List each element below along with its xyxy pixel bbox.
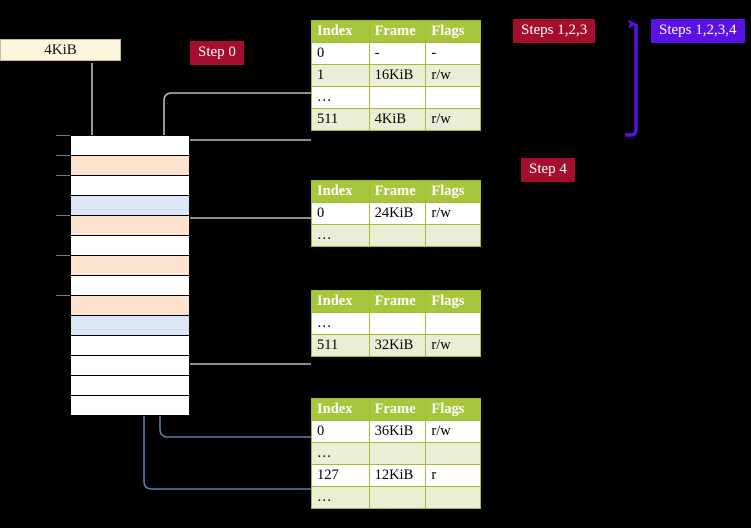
memory-frame-row [70,255,190,276]
table-cell-flags: r/w [425,202,481,225]
column-header-flags: Flags [425,290,481,313]
table-cell-frame [368,486,427,509]
table-cell-frame: 4KiB [368,108,427,131]
table-cell-flags [425,486,481,509]
table-cell-index: 0 [311,42,370,65]
table-cell-frame: 16KiB [368,64,427,87]
column-header-frame: Frame [368,180,427,203]
column-header-flags: Flags [425,180,481,203]
table-cell-flags: r/w [425,334,481,357]
memory-frame-row [70,295,190,316]
table-cell-frame: 24KiB [368,202,427,225]
table-cell-frame [368,224,427,247]
physical-memory-column [56,135,190,416]
column-header-frame: Frame [368,290,427,313]
table-cell-frame [368,442,427,465]
table-cell-flags [425,442,481,465]
table-cell-frame: 32KiB [368,334,427,357]
badge-step-0: Step 0 [190,41,244,65]
table-cell-index: … [311,224,370,247]
table-cell-flags: r [425,464,481,487]
table-cell-flags: r/w [425,64,481,87]
memory-frame-row [70,335,190,356]
table-cell-flags [425,86,481,109]
table-cell-index: 0 [311,202,370,225]
column-header-frame: Frame [368,20,427,43]
memory-frame-row [70,315,190,336]
memory-frame-row [70,155,190,176]
memory-frame-row [70,375,190,396]
memory-frame-row [70,195,190,216]
table-cell-index: … [311,442,370,465]
table-row: … [311,312,481,335]
table-cell-index: 127 [311,464,370,487]
badge-steps-1-2-3: Steps 1,2,3 [513,19,596,43]
table-cell-index: 511 [311,108,370,131]
table-cell-frame: - [368,42,427,65]
column-header-frame: Frame [368,398,427,421]
table-cell-flags [425,224,481,247]
memory-frame-tick [56,215,70,216]
table-cell-frame [368,86,427,109]
table-cell-flags: r/w [425,108,481,131]
column-header-flags: Flags [425,20,481,43]
page-size-box: 4KiB [0,39,121,61]
memory-frame-tick [56,295,70,296]
memory-frame-row [70,215,190,236]
table-cell-index: … [311,486,370,509]
table-cell-index: … [311,86,370,109]
column-header-index: Index [311,290,370,313]
column-header-index: Index [311,398,370,421]
table-cell-index: 1 [311,64,370,87]
table-cell-index: 511 [311,334,370,357]
table-cell-frame: 36KiB [368,420,427,443]
badge-steps-1-2-3-4: Steps 1,2,3,4 [651,19,745,43]
table-cell-flags [425,312,481,335]
table-cell-frame: 12KiB [368,464,427,487]
column-header-index: Index [311,180,370,203]
memory-frame-row [70,135,190,156]
table-cell-flags: r/w [425,420,481,443]
table-row: … [311,224,481,247]
memory-frame-row [70,275,190,296]
memory-frame-row [70,355,190,376]
table-row: … [311,486,481,509]
badge-step-4: Step 4 [521,158,575,182]
memory-frame-tick [56,175,70,176]
memory-frame-tick [56,155,70,156]
table-row: … [311,442,481,465]
memory-frame-row [70,395,190,416]
table-cell-flags: - [425,42,481,65]
memory-frame-tick [56,255,70,256]
table-row: 0-- [311,42,481,65]
table-cell-index: … [311,312,370,335]
table-cell-index: 0 [311,420,370,443]
memory-frame-tick [56,135,70,136]
column-header-index: Index [311,20,370,43]
table-cell-frame [368,312,427,335]
column-header-flags: Flags [425,398,481,421]
table-row: … [311,86,481,109]
page-size-label: 4KiB [44,41,77,58]
memory-frame-row [70,235,190,256]
memory-frame-row [70,175,190,196]
